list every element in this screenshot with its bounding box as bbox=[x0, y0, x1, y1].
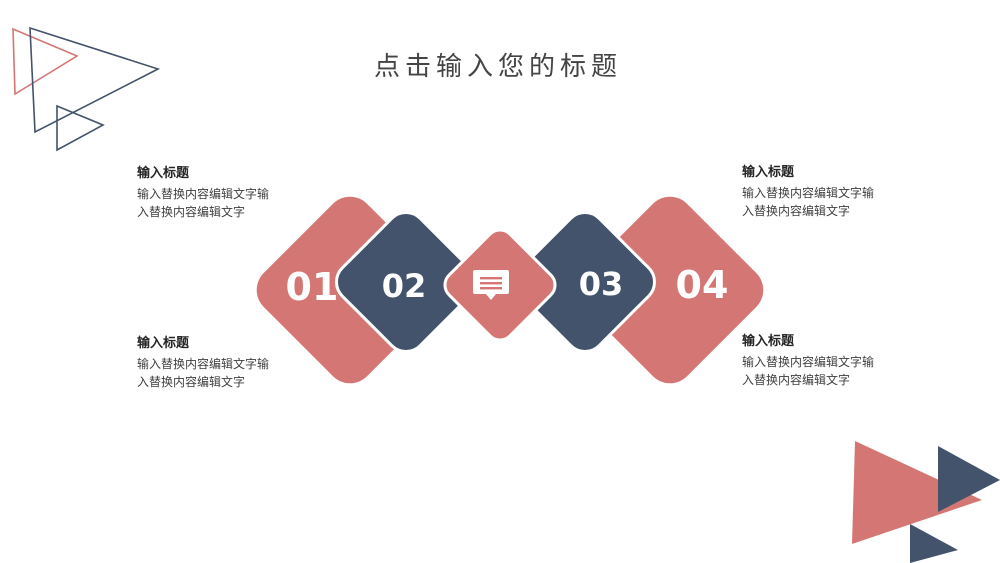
text-block-top-right: 输入标题 输入替换内容编辑文字输入替换内容编辑文字 bbox=[742, 164, 902, 220]
navy-outline-triangle-small bbox=[56, 104, 105, 152]
block-heading[interactable]: 输入标题 bbox=[742, 334, 795, 349]
text-block-bottom-left: 输入标题 输入替换内容编辑文字输入替换内容编辑文字 bbox=[137, 335, 297, 391]
block-body[interactable]: 输入替换内容编辑文字输入替换内容编辑文字 bbox=[137, 187, 270, 219]
block-heading[interactable]: 输入标题 bbox=[742, 165, 795, 180]
diamond-center[interactable] bbox=[439, 224, 561, 346]
navy-filled-triangle-bottom bbox=[910, 524, 958, 563]
top-left-triangles-decoration bbox=[12, 26, 161, 152]
block-heading[interactable]: 输入标题 bbox=[137, 336, 190, 351]
block-body[interactable]: 输入替换内容编辑文字输入替换内容编辑文字 bbox=[742, 186, 875, 218]
coral-outline-triangle bbox=[12, 27, 79, 96]
navy-outline-triangle-large bbox=[29, 26, 161, 134]
block-heading[interactable]: 输入标题 bbox=[137, 166, 190, 181]
page-title[interactable]: 点击输入您的标题 bbox=[373, 52, 622, 82]
text-block-bottom-right: 输入标题 输入替换内容编辑文字输入替换内容编辑文字 bbox=[742, 333, 902, 389]
coral-filled-triangle bbox=[852, 441, 982, 544]
diamond-number-03: 03 bbox=[579, 265, 624, 303]
diamond-number-02: 02 bbox=[382, 267, 427, 305]
navy-filled-triangle-top bbox=[938, 446, 1000, 512]
diamond-number-04: 04 bbox=[676, 263, 729, 307]
text-block-top-left: 输入标题 输入替换内容编辑文字输入替换内容编辑文字 bbox=[137, 165, 297, 221]
diamond-number-01: 01 bbox=[286, 265, 339, 309]
message-icon bbox=[473, 270, 509, 300]
diamond-03[interactable]: 03 bbox=[507, 204, 663, 360]
diamond-02[interactable]: 02 bbox=[328, 204, 484, 360]
block-body[interactable]: 输入替换内容编辑文字输入替换内容编辑文字 bbox=[137, 357, 270, 389]
block-body[interactable]: 输入替换内容编辑文字输入替换内容编辑文字 bbox=[742, 355, 875, 387]
